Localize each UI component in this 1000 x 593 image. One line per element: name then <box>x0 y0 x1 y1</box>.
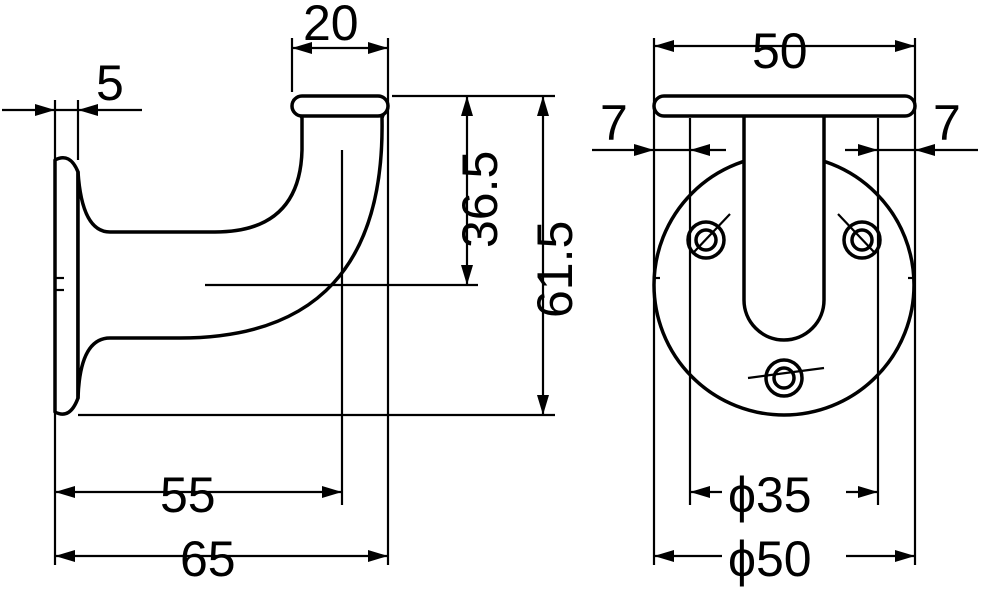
dim-label-base-diameter: ϕ50 <box>728 531 812 587</box>
arrow <box>55 550 75 562</box>
arrow <box>634 144 654 156</box>
arrow <box>368 550 388 562</box>
arrow <box>35 104 55 116</box>
arrow <box>654 550 674 562</box>
arrow <box>461 265 473 285</box>
dim-label-hole-circle: ϕ35 <box>728 467 812 523</box>
bracket-arm-front <box>742 110 826 342</box>
screw-hole-right <box>837 213 882 260</box>
arrow <box>55 486 75 498</box>
arrow <box>654 40 674 52</box>
arrow <box>537 395 549 415</box>
front-view: 50 7 7 ϕ35 ϕ50 <box>592 23 978 587</box>
dim-label-pad-width: 20 <box>303 0 359 51</box>
handrail-pad-front <box>652 94 917 118</box>
dim-label-flange-thickness: 5 <box>96 55 124 111</box>
arrow <box>915 144 935 156</box>
arrow <box>78 104 98 116</box>
dim-label-right-offset: 7 <box>933 95 961 151</box>
arrow <box>858 486 878 498</box>
dim-label-left-offset: 7 <box>600 95 628 151</box>
arrow <box>461 96 473 116</box>
dim-label-total-reach: 65 <box>180 531 236 587</box>
arrow <box>322 486 342 498</box>
dim-label-pad-length: 50 <box>752 23 808 79</box>
handrail-pad <box>290 94 390 118</box>
arrow <box>537 96 549 116</box>
wall-flange <box>53 156 80 416</box>
arrow <box>292 42 312 54</box>
screw-hole-bottom <box>747 358 825 398</box>
arrow <box>895 40 915 52</box>
dim-label-total-height: 61.5 <box>527 221 583 318</box>
arrow <box>368 42 388 54</box>
arrow <box>895 550 915 562</box>
screw-hole-left <box>686 213 731 260</box>
side-view: 5 20 36.5 61.5 55 65 <box>2 0 583 587</box>
dim-label-center-reach: 55 <box>160 467 216 523</box>
dim-label-center-height: 36.5 <box>452 151 508 248</box>
arrow <box>690 144 710 156</box>
bracket-arm <box>76 98 388 400</box>
arrow <box>858 144 878 156</box>
arrow <box>690 486 710 498</box>
